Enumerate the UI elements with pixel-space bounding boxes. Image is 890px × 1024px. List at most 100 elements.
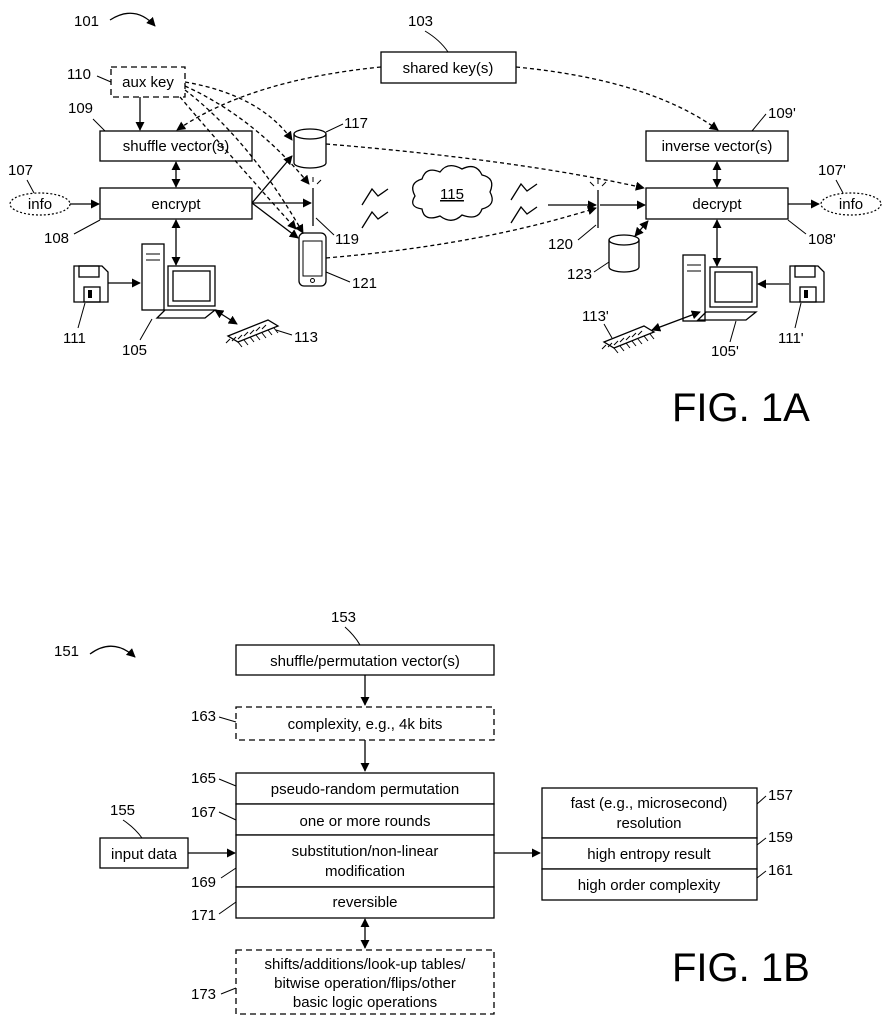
reversible-label: reversible [332, 894, 397, 911]
ref-111: 111 [63, 330, 86, 347]
ref-173: 173 [191, 986, 216, 1003]
arrow-encrypt-phone [252, 203, 298, 238]
fast-label-1: fast (e.g., microsecond) [571, 795, 728, 812]
ref-169: 169 [191, 874, 216, 891]
leader-120 [578, 225, 596, 240]
arrow-encrypt-database [252, 156, 292, 203]
ref-123: 123 [567, 266, 592, 283]
ref-111p: 111' [778, 330, 804, 347]
leader-111p [795, 303, 801, 328]
shared-keys-label: shared key(s) [403, 60, 494, 77]
ref-105: 105 [122, 342, 147, 359]
leader-155 [123, 820, 142, 838]
leader-109 [93, 119, 105, 131]
receiver-antenna-icon [590, 179, 606, 228]
info-out-label: info [839, 196, 863, 213]
fig-1a-caption: FIG. 1A [672, 386, 810, 430]
leader-110 [97, 76, 111, 82]
arrow-computer-chip [215, 310, 237, 324]
order-label: high order complexity [578, 877, 721, 894]
leader-103 [425, 31, 448, 52]
ref-113: 113 [294, 329, 318, 346]
antenna-icon [305, 177, 321, 226]
ref-108p: 108' [808, 231, 836, 248]
leader-117 [326, 124, 343, 132]
database-123-icon [609, 235, 639, 272]
phone-icon [299, 233, 326, 286]
computer-icon [142, 244, 215, 318]
substitution-label-2: modification [325, 863, 405, 880]
fig-1a: 101 shared key(s) 103 aux key 110 shuffl… [8, 13, 881, 430]
fig-1b-caption: FIG. 1B [672, 946, 810, 990]
ref-120: 120 [548, 236, 573, 253]
leader-107 [27, 180, 34, 193]
pointer-arrow-101 [110, 13, 155, 26]
decrypt-label: decrypt [692, 196, 742, 213]
ref-161: 161 [768, 862, 793, 879]
ref-153: 153 [331, 609, 356, 626]
fig-1b: 151 shuffle/permutation vector(s) 153 co… [54, 609, 810, 1014]
fast-label-2: resolution [616, 815, 681, 832]
leader-113p [604, 324, 612, 338]
ref-109: 109 [68, 100, 93, 117]
pseudo-random-label: pseudo-random permutation [271, 781, 459, 798]
leader-105 [140, 319, 152, 340]
leader-107p [836, 180, 843, 193]
substitution-label-1: substitution/non-linear [292, 843, 439, 860]
leader-173 [221, 988, 236, 994]
ref-121: 121 [352, 275, 377, 292]
permutation-vectors-label: shuffle/permutation vector(s) [270, 653, 460, 670]
ref-157: 157 [768, 787, 793, 804]
operations-label-1: shifts/additions/look-up tables/ [265, 956, 467, 973]
arrow-database-decrypt [635, 221, 648, 236]
chip-icon [226, 320, 278, 347]
leader-169 [221, 868, 236, 878]
leader-111 [78, 303, 85, 328]
rounds-label: one or more rounds [300, 813, 431, 830]
network-label: 115 [440, 186, 464, 203]
floppy-disk-111p-icon [790, 266, 824, 302]
entropy-label: high entropy result [587, 846, 711, 863]
floppy-disk-icon [74, 266, 108, 302]
encrypt-label: encrypt [151, 196, 201, 213]
ref-167: 167 [191, 804, 216, 821]
leader-167 [219, 812, 236, 820]
ref-105p: 105' [711, 343, 739, 360]
leader-108 [74, 220, 100, 234]
ref-159: 159 [768, 829, 793, 846]
ref-155: 155 [110, 802, 135, 819]
ref-107: 107 [8, 162, 33, 179]
pointer-arrow-151 [90, 646, 135, 657]
leader-113 [276, 330, 292, 335]
ref-117: 117 [344, 115, 368, 132]
leader-163 [219, 717, 236, 722]
chip-113p-icon [602, 326, 654, 353]
operations-label-3: basic logic operations [293, 994, 437, 1011]
inverse-vectors-label: inverse vector(s) [662, 138, 773, 155]
leader-171 [219, 902, 236, 914]
database-icon [294, 129, 326, 168]
operations-label-2: bitwise operation/flips/other [274, 975, 456, 992]
leader-153 [345, 627, 360, 645]
ref-165: 165 [191, 770, 216, 787]
ref-151: 151 [54, 643, 79, 660]
ref-113p: 113' [582, 308, 609, 325]
ref-163: 163 [191, 708, 216, 725]
ref-109p: 109' [768, 105, 796, 122]
info-in-label: info [28, 196, 52, 213]
leader-109p [752, 114, 766, 131]
ref-171: 171 [191, 907, 216, 924]
complexity-label: complexity, e.g., 4k bits [288, 716, 443, 733]
ref-108: 108 [44, 230, 69, 247]
leader-108p [788, 220, 806, 234]
leader-105p [730, 321, 736, 342]
leader-161 [757, 871, 766, 878]
computer-105p-icon [683, 255, 757, 321]
shuffle-vectors-label: shuffle vector(s) [123, 138, 229, 155]
ref-101: 101 [74, 13, 99, 30]
ref-110: 110 [67, 66, 91, 83]
aux-key-label: aux key [122, 74, 174, 91]
leader-159 [757, 838, 766, 845]
leader-157 [757, 796, 766, 804]
